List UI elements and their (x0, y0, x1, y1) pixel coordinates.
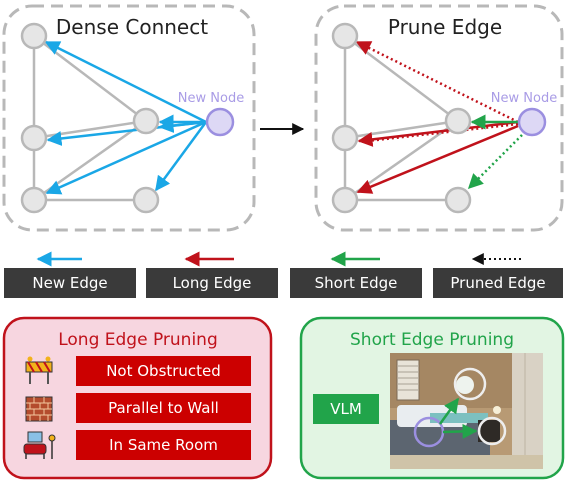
rule-not-obstructed: Not Obstructed (76, 356, 251, 386)
roadblock-icon (25, 356, 53, 384)
pruned-long-edge (355, 40, 519, 124)
new-node (205, 107, 235, 137)
new-node-label-pruned: New Node (491, 91, 557, 106)
graph-nodes-pruned (331, 22, 472, 214)
rule-parallel-to-wall: Parallel to Wall (76, 393, 251, 423)
long-edge-2 (356, 124, 519, 194)
pruned-long-edge-2 (358, 122, 519, 144)
legend-short-edge: Short Edge (290, 268, 422, 298)
long-edge (357, 120, 519, 147)
bedroom-photo (390, 353, 543, 469)
new-edges (44, 40, 208, 195)
new-node-label: New Node (178, 91, 244, 106)
brick-wall-icon (25, 396, 53, 422)
new-node-pruned (517, 107, 547, 137)
long-edge-pruning-title: Long Edge Pruning (58, 330, 218, 350)
graph-nodes (20, 22, 160, 214)
legend-long-edge: Long Edge (146, 268, 278, 298)
dense-connect-panel (2, 4, 256, 232)
vlm-badge: VLM (313, 394, 379, 424)
rule-in-same-room: In Same Room (76, 430, 251, 460)
room-icon (23, 431, 56, 459)
legend-new-edge: New Edge (4, 268, 136, 298)
legend-pruned-edge: Pruned Edge (433, 268, 563, 298)
existing-edges (32, 35, 147, 202)
prune-edge-panel (314, 4, 564, 232)
dense-connect-title: Dense Connect (56, 15, 208, 39)
prune-edge-title: Prune Edge (388, 15, 502, 39)
short-edge-pruning-title: Short Edge Pruning (350, 330, 514, 350)
